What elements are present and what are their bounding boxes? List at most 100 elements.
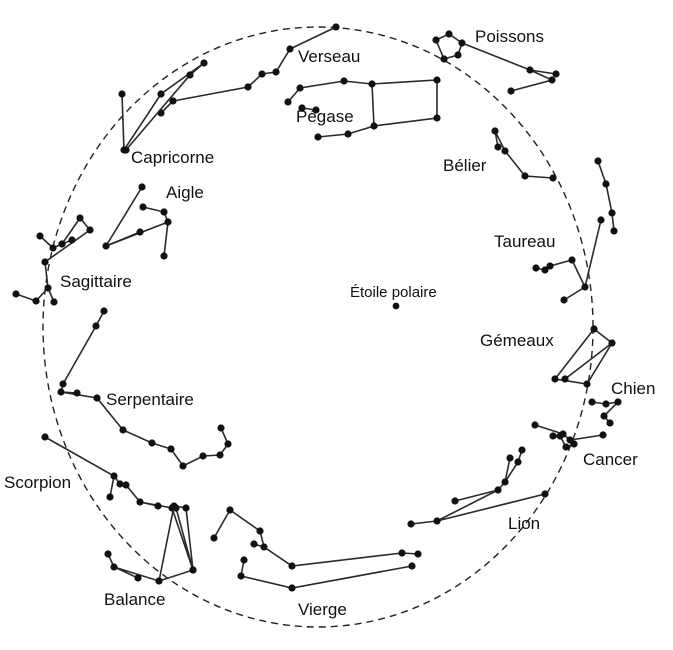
aigle-line-2 bbox=[105, 231, 141, 247]
cancer-star bbox=[570, 440, 578, 448]
sagittaire-star bbox=[36, 232, 44, 240]
lion-star bbox=[433, 517, 441, 525]
poissons-star bbox=[454, 51, 462, 59]
vierge-star bbox=[408, 562, 416, 570]
verseau-star bbox=[244, 83, 252, 91]
belier-star bbox=[494, 143, 502, 151]
constellation-balance bbox=[104, 502, 197, 585]
pegase-star bbox=[340, 77, 348, 85]
vierge-star bbox=[240, 556, 248, 564]
balance-star bbox=[189, 566, 197, 574]
balance-star bbox=[170, 502, 178, 510]
taureau-line-1 bbox=[549, 219, 602, 290]
serpentaire-star bbox=[59, 380, 67, 388]
belier-star bbox=[491, 127, 499, 135]
taureau-star bbox=[560, 296, 568, 304]
chien-star bbox=[602, 400, 610, 408]
taureau-star bbox=[608, 209, 616, 217]
lion-line-0 bbox=[436, 449, 546, 522]
capricorne-star bbox=[200, 59, 208, 67]
scorpion-star bbox=[110, 472, 118, 480]
lion-star bbox=[494, 486, 502, 494]
taureau-star bbox=[541, 266, 549, 274]
sagittaire-star bbox=[41, 258, 49, 266]
label-balance: Balance bbox=[104, 590, 165, 609]
lion-star bbox=[451, 497, 459, 505]
serpentaire-star bbox=[148, 439, 156, 447]
lion-star bbox=[407, 520, 415, 528]
constellation-verseau bbox=[157, 23, 340, 117]
poissons-star bbox=[552, 70, 560, 78]
belier-line-0 bbox=[494, 130, 554, 179]
sagittaire-star bbox=[58, 240, 66, 248]
gemeaux-star bbox=[551, 375, 559, 383]
pegase-star bbox=[314, 133, 322, 141]
gemeaux-star bbox=[608, 339, 616, 347]
lion-line-1 bbox=[410, 520, 438, 525]
gemeaux-star bbox=[561, 375, 569, 383]
poissons-star bbox=[526, 66, 534, 74]
sagittaire-star bbox=[68, 236, 76, 244]
balance-star bbox=[182, 504, 190, 512]
taureau-star bbox=[546, 262, 554, 270]
capricorne-star bbox=[122, 146, 130, 154]
pegase-star bbox=[433, 114, 441, 122]
sagittaire-star bbox=[44, 284, 52, 292]
balance-star bbox=[134, 574, 142, 582]
label-cancer: Cancer bbox=[583, 450, 638, 469]
poissons-line-1 bbox=[461, 42, 557, 75]
scorpion-star bbox=[154, 502, 162, 510]
sagittaire-star bbox=[12, 290, 20, 298]
verseau-line-0 bbox=[172, 26, 337, 102]
taureau-star bbox=[597, 216, 605, 224]
poissons-star bbox=[440, 55, 448, 63]
label-scorpion: Scorpion bbox=[4, 473, 71, 492]
pole-star bbox=[392, 302, 400, 310]
constellation-lion bbox=[407, 446, 549, 528]
taureau-star bbox=[594, 157, 602, 165]
label-vierge: Vierge bbox=[298, 600, 347, 619]
lion-star bbox=[541, 490, 549, 498]
gemeaux-line-1 bbox=[564, 342, 613, 380]
serpentaire-star bbox=[119, 426, 127, 434]
verseau-star bbox=[332, 23, 340, 31]
capricorne-line-0 bbox=[121, 62, 205, 153]
vierge-line-1 bbox=[240, 559, 413, 589]
pole-star-label: Étoile polaire bbox=[350, 284, 437, 301]
constellation-vierge bbox=[210, 506, 422, 592]
gemeaux-star bbox=[590, 325, 598, 333]
belier-star bbox=[501, 147, 509, 155]
label-sagittaire: Sagittaire bbox=[60, 272, 132, 291]
lion-star bbox=[514, 458, 522, 466]
constellation-chien bbox=[588, 398, 622, 427]
verseau-star bbox=[286, 45, 294, 53]
label-gemeaux: Gémeaux bbox=[480, 331, 554, 350]
serpentaire-star bbox=[216, 451, 224, 459]
vierge-star bbox=[250, 540, 258, 548]
capricorne-star bbox=[118, 90, 126, 98]
vierge-star bbox=[398, 549, 406, 557]
label-poissons: Poissons bbox=[475, 27, 544, 46]
scorpion-star bbox=[106, 493, 114, 501]
balance-star bbox=[110, 563, 118, 571]
pegase-star bbox=[296, 84, 304, 92]
vierge-star bbox=[226, 506, 234, 514]
verseau-star bbox=[258, 70, 266, 78]
serpentaire-star bbox=[92, 322, 100, 330]
label-serpentaire: Serpentaire bbox=[106, 390, 194, 409]
constellation-aigle bbox=[102, 183, 172, 260]
label-aigle: Aigle bbox=[166, 183, 204, 202]
vierge-star bbox=[260, 543, 268, 551]
label-taureau: Taureau bbox=[494, 232, 555, 251]
capricorne-star bbox=[186, 71, 194, 79]
constellation-capricorne bbox=[118, 59, 208, 154]
sagittaire-star bbox=[32, 297, 40, 305]
constellation-patterns bbox=[12, 23, 622, 592]
serpentaire-star bbox=[93, 394, 101, 402]
label-lion: Lion bbox=[508, 514, 540, 533]
cancer-line-0 bbox=[534, 424, 604, 441]
scorpion-star bbox=[41, 433, 49, 441]
taureau-line-2 bbox=[563, 286, 586, 301]
belier-star bbox=[549, 174, 557, 182]
